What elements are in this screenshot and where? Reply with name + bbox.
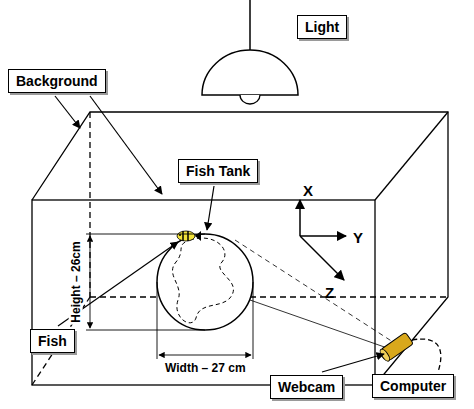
computer-label: Computer — [372, 374, 454, 398]
fish-figure — [177, 231, 201, 241]
axis-label: X — [303, 182, 313, 199]
node-text: Fish — [38, 333, 67, 349]
axis-label: Y — [353, 229, 363, 246]
axes — [300, 200, 346, 280]
node-text: Fish Tank — [186, 163, 250, 179]
view-lines — [235, 240, 393, 350]
fish-tank-bowl — [157, 234, 253, 330]
leader-arrows — [55, 96, 384, 372]
light-label: Light — [297, 15, 347, 39]
fish-tank-label: Fish Tank — [178, 159, 258, 183]
node-text: Webcam — [278, 379, 335, 395]
webcam-label: Webcam — [270, 375, 343, 399]
axis-label: Z — [325, 284, 334, 301]
usb-cable — [412, 339, 441, 372]
dimension-label: Height – 26cm — [69, 239, 83, 324]
lamp — [202, 0, 298, 104]
node-text: Background — [16, 73, 98, 89]
fish-label: Fish — [30, 329, 75, 353]
node-text: Light — [305, 19, 339, 35]
webcam-figure — [378, 332, 413, 362]
node-text: Computer — [380, 378, 446, 394]
dimension-lines — [86, 234, 253, 359]
dimension-label: Width – 27 cm — [165, 361, 246, 375]
swim-path — [173, 238, 234, 323]
background-box — [32, 112, 448, 385]
background-label: Background — [8, 69, 106, 93]
